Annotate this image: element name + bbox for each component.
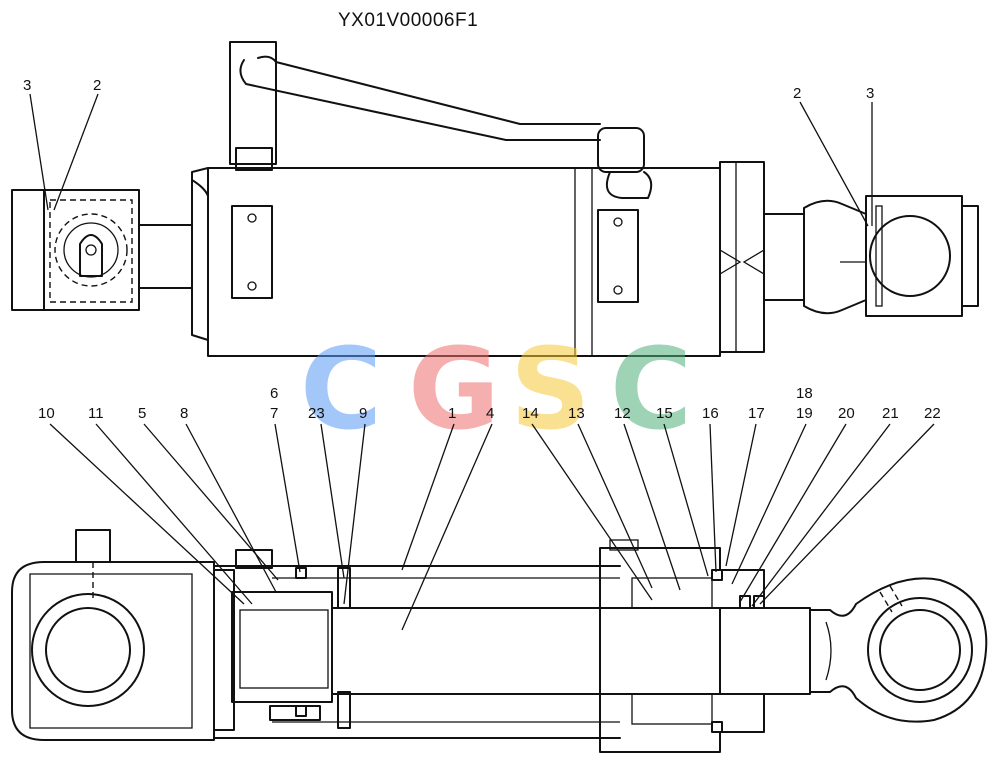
callout-top-3-right: 3 (866, 85, 874, 102)
cylinder-external-view (11, 41, 979, 357)
callout-14: 14 (522, 405, 539, 422)
callout-13: 13 (568, 405, 585, 422)
cgsc-watermark: C G S C (300, 325, 692, 455)
callout-6: 6 (270, 385, 278, 402)
callout-18: 18 (796, 385, 813, 402)
callout-12: 12 (614, 405, 631, 422)
callout-10: 10 (38, 405, 55, 422)
callout-21: 21 (882, 405, 899, 422)
watermark-letter-s: S (510, 325, 591, 455)
callout-19: 19 (796, 405, 813, 422)
watermark-letter-c2: C (610, 325, 692, 455)
callout-1: 1 (448, 405, 456, 422)
callout-5: 5 (138, 405, 146, 422)
drawing-id: YX01V00006F1 (338, 10, 478, 31)
callout-23: 23 (308, 405, 325, 422)
callout-20: 20 (838, 405, 855, 422)
bottom-callouts: 10 11 5 8 6 7 23 9 1 4 14 13 12 15 16 17… (38, 385, 941, 631)
callout-4: 4 (486, 405, 494, 422)
callout-8: 8 (180, 405, 188, 422)
callout-15: 15 (656, 405, 673, 422)
callout-22: 22 (924, 405, 941, 422)
callout-7: 7 (270, 405, 278, 422)
callout-top-3-left: 3 (23, 77, 31, 94)
watermark-letter-g: G (408, 325, 500, 455)
callout-16: 16 (702, 405, 719, 422)
callout-11: 11 (88, 405, 104, 422)
top-callouts: 3 2 2 3 (23, 77, 874, 227)
watermark-letter-c1: C (300, 325, 382, 455)
callout-top-2-left: 2 (93, 77, 101, 94)
callout-9: 9 (359, 405, 367, 422)
callout-17: 17 (748, 405, 765, 422)
callout-top-2-right: 2 (793, 85, 801, 102)
cylinder-section-view (11, 529, 988, 753)
